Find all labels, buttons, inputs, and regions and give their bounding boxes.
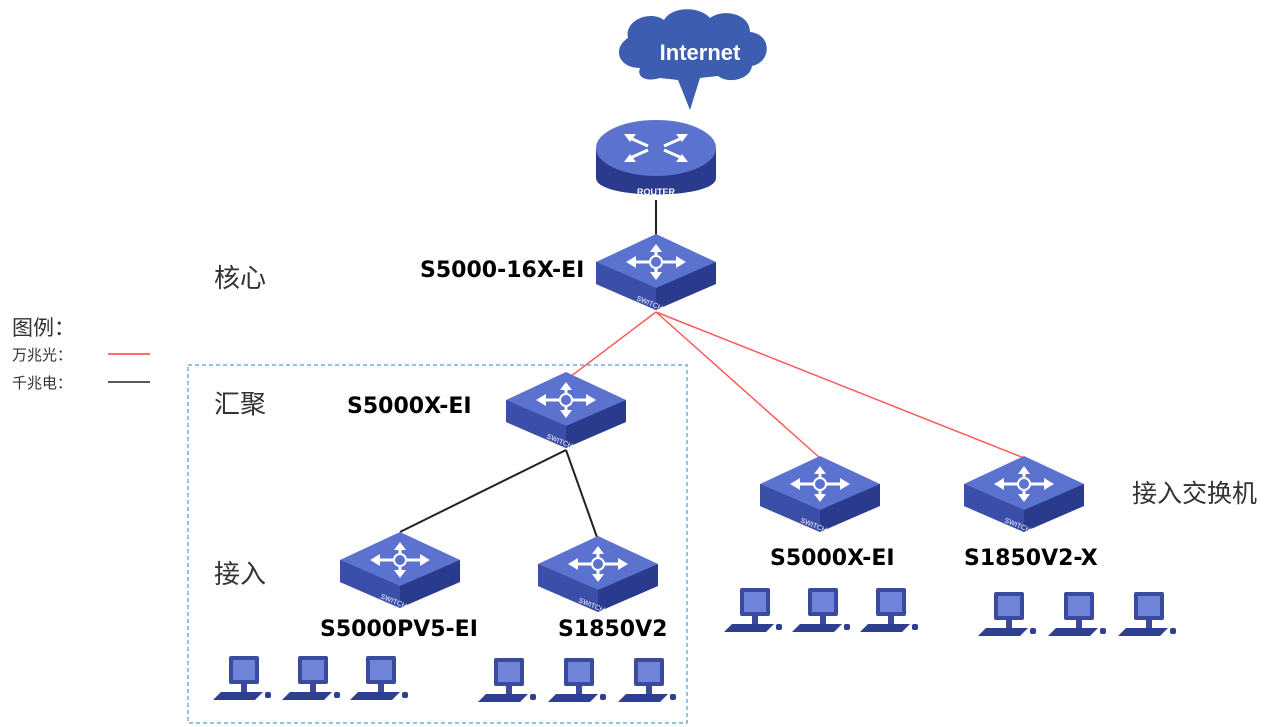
aggregation-switch-icon: SWITCH [504,370,628,450]
pc-icon [724,588,782,632]
access-right1-switch-icon: SWITCH [758,454,882,534]
pc-icon [1048,592,1106,636]
legend-title: 图例： [12,316,75,340]
link-core-access-right2-10g [655,311,1025,459]
access-mid-switch-icon: SWITCH [536,534,660,614]
access-right2-switch-icon: SWITCH [962,454,1086,534]
legend-item-1g-label: 千兆电： [12,374,73,392]
tier-label-core: 核心 [214,264,267,294]
router-label: ROUTER [637,187,676,197]
link-core-aggregation-10g [565,311,657,381]
aggregation-access-dashed-box [187,364,688,724]
model-label-access-left: S5000PV5-EI [320,617,478,642]
pc-icon [478,658,536,702]
pc-icon [860,588,918,632]
internet-cloud-icon: Internet [618,9,767,110]
model-label-access-right2: S1850V2-X [964,546,1098,571]
pc-icon [282,656,340,700]
access-left-switch-icon: SWITCH [338,530,462,610]
link-aggregation-access-left-1g [399,449,567,533]
pc-icon [350,656,408,700]
link-aggregation-access-mid-1g [565,449,599,541]
pc-icon [978,592,1036,636]
tier-label-access-switches: 接入交换机 [1132,479,1258,508]
pc-icon [548,658,606,702]
pc-icon [1118,592,1176,636]
pc-icon [618,658,676,702]
core-switch-icon: SWITCH [594,232,718,312]
pc-icon [792,588,850,632]
legend-item-10g-label: 万兆光： [12,346,73,364]
tier-label-aggregation: 汇聚 [214,390,267,420]
internet-label: Internet [660,40,741,65]
model-label-access-mid: S1850V2 [558,617,668,642]
model-label-core: S5000-16X-EI [420,258,585,283]
router-icon: ROUTER [596,120,716,197]
tier-label-access: 接入 [214,560,267,590]
pc-icon [213,656,271,700]
model-label-aggregation: S5000X-EI [347,394,472,419]
model-label-access-right1: S5000X-EI [770,546,895,571]
link-core-access-right1-10g [655,311,821,459]
